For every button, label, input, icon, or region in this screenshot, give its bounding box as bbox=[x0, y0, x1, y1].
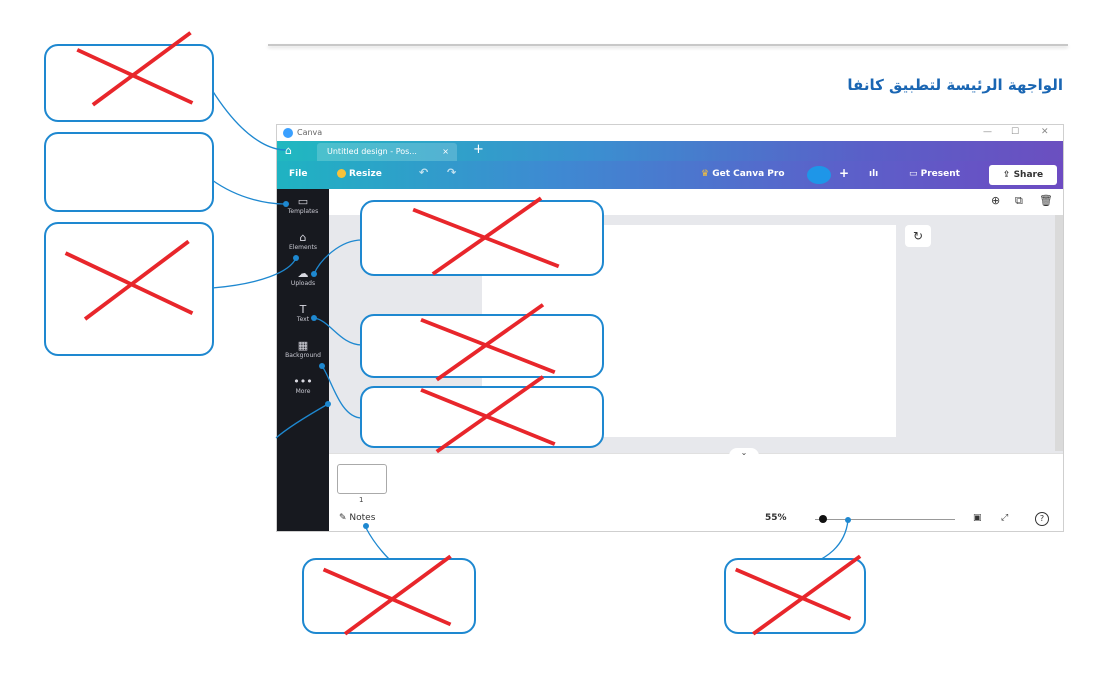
tab-close-icon[interactable]: × bbox=[442, 147, 449, 156]
zoom-slider-handle[interactable] bbox=[819, 515, 827, 523]
templates-icon: ▭ bbox=[297, 195, 309, 208]
callout-box bbox=[302, 554, 476, 636]
close-icon[interactable]: ✕ bbox=[1041, 127, 1049, 137]
callout-anchor bbox=[311, 271, 317, 277]
window-title: Canva bbox=[297, 128, 323, 137]
top-divider bbox=[268, 44, 1068, 46]
undo-icon[interactable]: ↶ bbox=[419, 166, 429, 179]
crown-icon: ♛ bbox=[701, 169, 713, 179]
callout-box bbox=[360, 303, 604, 382]
minimize-icon[interactable]: — bbox=[983, 127, 992, 137]
document-tab-title: Untitled design - Pos... bbox=[327, 147, 417, 156]
help-icon[interactable]: ? bbox=[1035, 512, 1049, 526]
sidebar-item-elements[interactable]: ⌂Elements bbox=[277, 231, 329, 251]
elements-icon: ⌂ bbox=[299, 231, 307, 244]
file-menu[interactable]: File bbox=[289, 169, 308, 179]
callout-box bbox=[44, 31, 214, 122]
avatar[interactable] bbox=[807, 166, 831, 184]
sidebar-item-templates[interactable]: ▭Templates bbox=[277, 195, 329, 215]
notes-icon: ✎ bbox=[339, 513, 350, 523]
callout-anchor bbox=[319, 363, 325, 369]
background-icon: ▦ bbox=[297, 339, 309, 352]
cross-mark-icon bbox=[734, 554, 862, 636]
sidebar-item-more[interactable]: •••More bbox=[277, 375, 329, 395]
new-tab-button[interactable]: + bbox=[473, 142, 484, 157]
redo-icon[interactable]: ↷ bbox=[447, 166, 457, 179]
duplicate-page-icon[interactable]: ⧉ bbox=[1015, 194, 1023, 207]
share-button[interactable]: ⇪ Share bbox=[989, 165, 1057, 185]
text-icon: T bbox=[299, 303, 307, 316]
page-number: 1 bbox=[359, 496, 364, 504]
cross-mark-icon bbox=[412, 196, 560, 276]
delete-page-icon[interactable]: 🗑 bbox=[1039, 194, 1053, 207]
callout-box bbox=[44, 222, 214, 356]
page-thumbnail[interactable] bbox=[337, 464, 387, 494]
document-tab[interactable]: Untitled design - Pos... × bbox=[317, 143, 457, 161]
callout-box bbox=[724, 554, 866, 636]
callout-box bbox=[360, 196, 604, 276]
cross-mark-icon bbox=[64, 239, 194, 321]
callout-anchor bbox=[363, 523, 369, 529]
cross-mark-icon bbox=[76, 31, 194, 107]
crown-icon bbox=[337, 169, 346, 178]
tab-bar: ⌂ Untitled design - Pos... × + bbox=[277, 141, 1063, 161]
refresh-icon[interactable]: ↻ bbox=[905, 225, 931, 247]
add-page-icon[interactable]: ⊕ bbox=[991, 194, 1001, 207]
callout-anchor bbox=[293, 255, 299, 261]
callout-box-empty bbox=[44, 132, 214, 212]
share-icon: ⇪ bbox=[1002, 170, 1014, 180]
maximize-icon[interactable]: ☐ bbox=[1011, 127, 1020, 137]
canva-window: Canva — ☐ ✕ ⌂ Untitled design - Pos... ×… bbox=[276, 124, 1064, 532]
get-canva-pro-button[interactable]: ♛ Get Canva Pro bbox=[701, 169, 785, 179]
analytics-icon[interactable]: ılı bbox=[869, 169, 879, 179]
editor-toolbar: File Resize ↶ ↷ ♛ Get Canva Pro + ılı ▭ … bbox=[277, 161, 1063, 189]
cross-mark-icon bbox=[420, 303, 556, 382]
uploads-icon: ☁ bbox=[297, 267, 309, 280]
resize-button[interactable]: Resize bbox=[337, 169, 382, 179]
cross-mark-icon bbox=[420, 375, 556, 454]
callout-anchor bbox=[325, 401, 331, 407]
zoom-slider[interactable] bbox=[815, 519, 955, 520]
callout-anchor bbox=[845, 517, 851, 523]
canva-logo-icon bbox=[283, 128, 293, 138]
page-strip: ⌄ 1 bbox=[329, 448, 1063, 508]
page-view-icon[interactable]: ▣ bbox=[973, 513, 982, 523]
title-bar: Canva — ☐ ✕ bbox=[277, 125, 1063, 141]
callout-box bbox=[360, 375, 604, 454]
fullscreen-icon[interactable]: ⤢ bbox=[1001, 513, 1009, 523]
add-collaborator-button[interactable]: + bbox=[839, 166, 850, 180]
callout-anchor bbox=[311, 315, 317, 321]
present-button[interactable]: ▭ Present bbox=[909, 169, 960, 179]
cross-mark-icon bbox=[322, 554, 452, 636]
footer-bar: ✎ Notes 55% ▣ ⤢ ? bbox=[329, 507, 1063, 531]
callout-anchor bbox=[283, 201, 289, 207]
home-icon[interactable]: ⌂ bbox=[285, 144, 292, 157]
page-heading: الواجهة الرئيسة لتطبيق كانفا bbox=[847, 76, 1063, 94]
more-icon: ••• bbox=[293, 375, 313, 388]
chevron-down-icon[interactable]: ⌄ bbox=[729, 448, 759, 458]
vertical-scrollbar[interactable] bbox=[1055, 215, 1063, 451]
sidebar-item-background[interactable]: ▦Background bbox=[277, 339, 329, 359]
zoom-level: 55% bbox=[765, 513, 787, 523]
sidebar-item-uploads[interactable]: ☁Uploads bbox=[277, 267, 329, 287]
notes-button[interactable]: ✎ Notes bbox=[339, 513, 376, 523]
present-icon: ▭ bbox=[909, 169, 921, 179]
